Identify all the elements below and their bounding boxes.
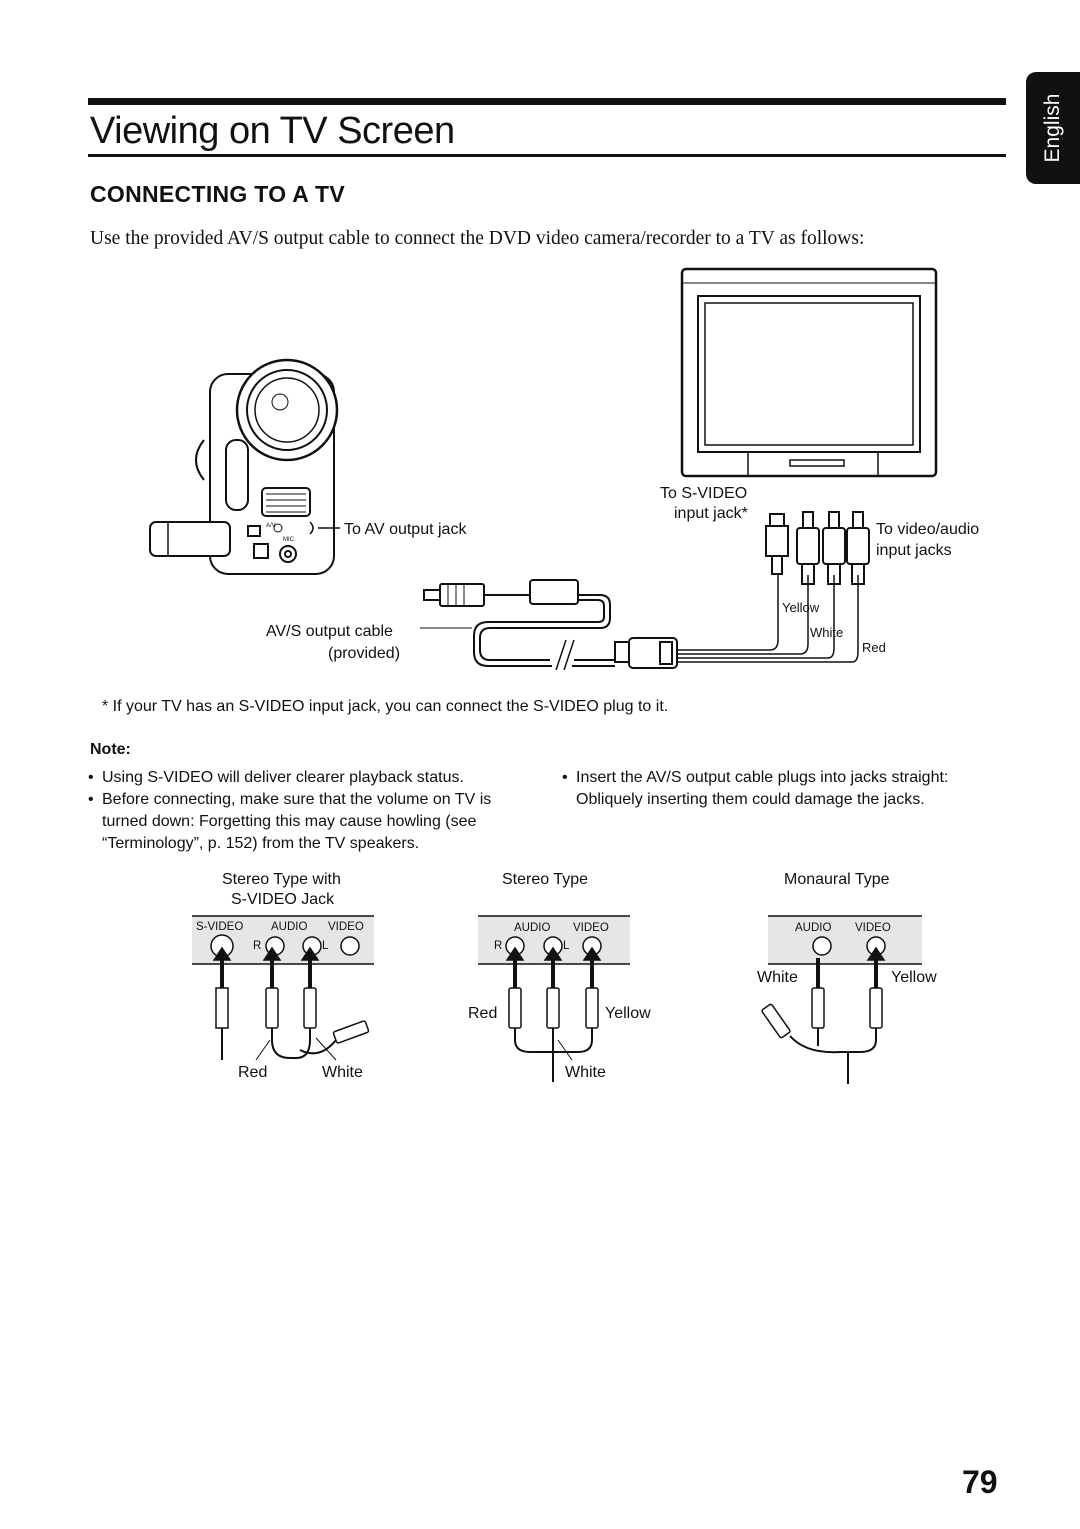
jack-label-r: R (253, 940, 262, 952)
av-s-cable (423, 575, 859, 671)
note-item: Insert the AV/S output cable plugs into … (562, 767, 1012, 811)
camcorder-illustration (149, 358, 340, 575)
footnote: * If your TV has an S-VIDEO input jack, … (102, 698, 669, 715)
jack-label-svideo: S-VIDEO (196, 921, 244, 933)
rca-plug-yellow (796, 511, 820, 585)
type1-label-white: White (322, 1064, 363, 1081)
label-plug-yellow: Yellow (782, 600, 820, 615)
jack-panel-stereo-svideo (192, 915, 374, 1061)
label-plug-white: White (810, 625, 844, 640)
type-stereo-title: Stereo Type (502, 871, 588, 888)
type1-label-red: Red (238, 1064, 268, 1081)
tv-illustration (680, 267, 938, 478)
label-av-s-cable: AV/S output cable (266, 623, 393, 640)
jack-label-audio: AUDIO (795, 922, 832, 934)
note-item: Before connecting, make sure that the vo… (88, 789, 528, 855)
label-to-video-audio: To video/audio (876, 521, 980, 538)
note-right-column: Insert the AV/S output cable plugs into … (562, 767, 1012, 811)
label-plug-red: Red (862, 640, 886, 655)
jack-label-audio: AUDIO (271, 921, 308, 933)
jack-panel-stereo (478, 915, 630, 1082)
note-left-column: Using S-VIDEO will deliver clearer playb… (88, 767, 528, 855)
jack-label-r: R (494, 940, 503, 952)
intro-paragraph: Use the provided AV/S output cable to co… (90, 228, 865, 249)
type-stereo-svideo-title-line1: Stereo Type with (222, 871, 341, 888)
label-svideo-input-jack: input jack* (674, 505, 748, 522)
type-stereo-svideo-title-line2: S-VIDEO Jack (231, 891, 335, 908)
label-input-jacks: input jacks (876, 542, 952, 559)
title-rule-top (88, 98, 1006, 105)
type3-label-yellow: Yellow (891, 969, 937, 986)
jack-panel-monaural (761, 915, 922, 1084)
section-title: CONNECTING TO A TV (90, 181, 345, 207)
type3-label-white: White (757, 969, 798, 986)
jack-label-audio: AUDIO (514, 922, 551, 934)
jack-label-video: VIDEO (573, 922, 609, 934)
label-to-svideo: To S-VIDEO (660, 485, 748, 502)
svideo-plug (765, 513, 789, 575)
note-heading: Note: (90, 741, 131, 758)
page-number: 79 (962, 1464, 998, 1500)
type2-label-yellow: Yellow (605, 1005, 651, 1022)
camcorder-av-label: A/V (266, 523, 276, 529)
page-title: Viewing on TV Screen (90, 110, 455, 152)
jack-label-video: VIDEO (855, 922, 891, 934)
rca-plug-white (822, 511, 846, 585)
jack-label-l: L (563, 940, 570, 952)
type-monaural-title: Monaural Type (784, 871, 890, 888)
jack-label-l: L (322, 940, 329, 952)
type2-label-red: Red (468, 1005, 498, 1022)
camcorder-mic-label: MIC (283, 537, 294, 543)
rca-plug-red (846, 511, 870, 585)
language-tab: English (1026, 72, 1080, 184)
note-item: Using S-VIDEO will deliver clearer playb… (88, 767, 528, 789)
title-rule-bottom (88, 154, 1006, 157)
label-av-s-cable-provided: (provided) (328, 645, 401, 662)
label-to-av-output-jack: To AV output jack (344, 521, 467, 538)
type2-label-white: White (565, 1064, 606, 1081)
jack-label-video: VIDEO (328, 921, 364, 933)
